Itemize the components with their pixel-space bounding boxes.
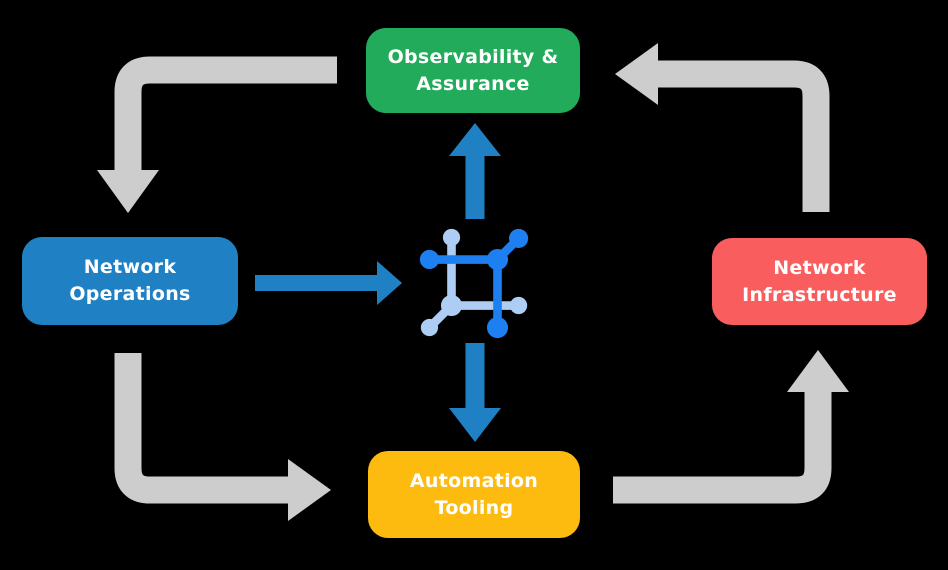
node-label-line: Infrastructure [742,283,897,306]
node-label-line: Network [773,256,866,279]
icon-dark-left-node [419,249,440,270]
icon-light-top-node [442,228,461,247]
flow-arrowhead-up-icon [787,350,849,392]
icon-dark-diagonal-node [509,228,529,248]
flow-arrow-infrastructure-to-observability [658,60,830,212]
node-label-line: Assurance [416,72,530,95]
node-network-infrastructure: Network Infrastructure [712,238,927,325]
node-label-line: Automation [409,469,539,492]
flow-arrowhead-left-icon [615,43,658,105]
node-label-line: Observability & [387,45,559,68]
node-label-line: Network [83,256,177,279]
icon-dark-junction-node [486,248,509,271]
node-automation-tooling: Automation Tooling [368,451,580,538]
node-network-operations: Network Operations [22,237,238,325]
icon-dark-bottom-node [486,317,509,339]
node-label-line: Operations [69,283,191,305]
flow-arrowhead-down-icon [97,170,159,213]
flow-arrowhead-blue-up-icon [449,123,501,156]
flow-arrowhead-right-icon [288,459,331,521]
icon-light-right-node [509,296,528,315]
icon-light-diagonal-node [420,318,439,337]
node-label-line: Tooling [434,496,514,519]
node-observability-assurance: Observability & Assurance [366,28,580,113]
flow-arrow-automation-to-infrastructure [613,392,832,504]
flow-arrowhead-blue-right-icon [377,261,402,305]
icon-light-junction-node [440,294,463,317]
network-automation-icon [419,228,529,339]
flow-arrow-operations-to-automation [114,353,288,504]
flow-arrowhead-blue-down-icon [449,408,501,442]
flow-arrow-observability-to-operations [114,56,337,174]
